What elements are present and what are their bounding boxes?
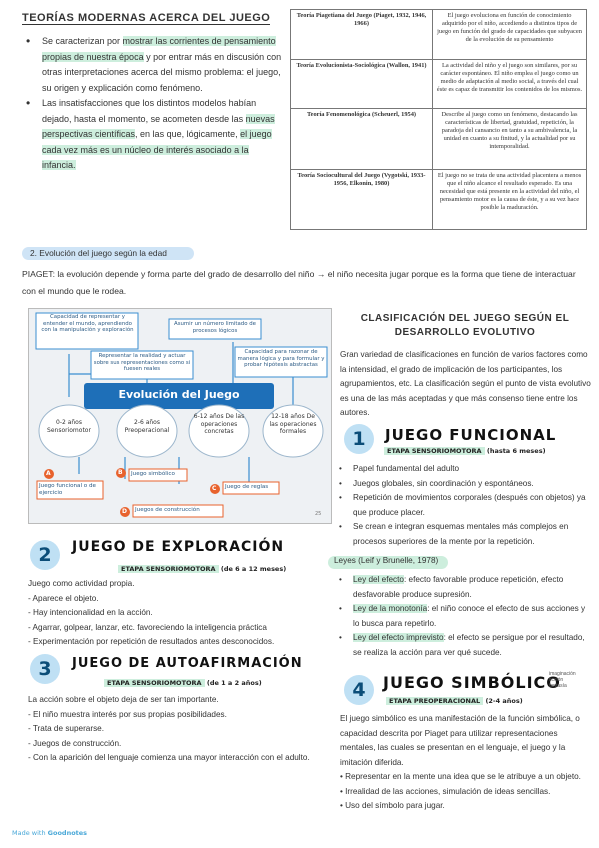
list-item: Ley del efecto imprevisto: el efecto se … [337,631,592,660]
laws-heading: Leyes (Leif y Brunelle, 1978) [328,556,448,569]
laws-list: Ley del efecto: efecto favorable produce… [337,573,592,660]
list-item: Repetición de movimientos corporales (de… [337,491,592,520]
section-1-title: JUEGO FUNCIONAL [385,426,557,444]
diagram-box-3: Representar la realidad y actuar sobre s… [93,353,191,373]
list-item: Ley del efecto: efecto favorable produce… [337,573,592,602]
section-1-bullets: Papel fundamental del adulto Juegos glob… [337,462,592,549]
top-bullet-1: Se caracterizan por mostrar las corrient… [24,34,282,96]
evolution-diagram-svg [35,312,328,518]
game-functional: Juego funcional o de ejercicio [39,483,96,496]
stage-0-2: 0-2 años Sensoriomotor [47,419,91,434]
diagram-box-4: Capacidad para razonar de manera lógica … [237,349,325,369]
stage-6-12: 6-12 años De las operaciones concretas [193,413,245,435]
diagram-box-1: Capacidad de representar y entender el m… [41,314,134,334]
list-item: Juegos globales, sin coordinación y espo… [337,477,592,492]
diagram-banner [84,383,274,409]
section-4-stage: ETAPA PREOPERACIONAL (2-4 años) [386,697,523,705]
section-4-title: JUEGO SIMBÓLICO [383,673,561,692]
section-1-stage: ETAPA SENSORIOMOTORA (hasta 6 meses) [384,447,546,455]
section-3-title: JUEGO DE AUTOAFIRMACIÓN [72,656,303,671]
section-3-stage: ETAPA SENSORIOMOTORA (de 1 a 2 años) [104,679,262,687]
top-bullet-2: Las insatisfacciones que los distintos m… [24,96,282,174]
section-4-side-notes: imaginación ficción fantasía [549,671,576,689]
section-4-body: El juego simbólico es una manifestación … [340,714,581,810]
table-row: Teoría Evolucionista-Sociológica (Wallon… [290,58,587,110]
theories-table: Teoría Piagetiana del Juego (Piaget, 193… [290,9,587,231]
goodnotes-watermark: Made with Goodnotes [12,829,88,837]
game-rules: Juego de reglas [225,484,269,490]
evolution-diagram: Capacidad de representar y entender el m… [28,308,332,524]
table-row: Teoría Piagetiana del Juego (Piaget, 193… [290,9,587,60]
section-2-stage: ETAPA SENSORIOMOTORA (de 6 a 12 meses) [118,565,286,573]
top-bullets: Se caracterizan por mostrar las corrient… [24,34,282,174]
section-3-body: La acción sobre el objeto deja de ser ta… [28,695,310,762]
game-symbolic: Juego simbólico [131,471,175,477]
section2-heading: 2. Evolución del juego según la edad [22,247,194,260]
top-title: TEORÍAS MODERNAS ACERCA DEL JUEGO [22,12,271,25]
letter-b: B [118,469,123,476]
diagram-title: Evolución del Juego [118,388,240,401]
list-item: Ley de la monotonía: el niño conoce el e… [337,602,592,631]
section-1-number: 1 [344,424,374,454]
diagram-page-number: 25 [315,511,322,517]
table-row: Teoría Fenomenológica (Scheuerl, 1954)De… [290,108,587,170]
section-3-number: 3 [30,654,60,684]
section-4-number: 4 [344,675,374,705]
section-2-title: JUEGO DE EXPLORACIÓN [72,539,285,555]
list-item: Papel fundamental del adulto [337,462,592,477]
letter-d: D [122,508,127,515]
classification-intro: Gran variedad de clasificaciones en func… [340,350,591,417]
section2-text: PIAGET: la evolución depende y forma par… [22,269,576,296]
table-row: Teoría Sociocultural del Juego (Vygotski… [290,168,587,231]
diagram-box-2: Asumir un número limitado de procesos ló… [174,321,256,334]
stage-2-6: 2-6 años Preoperacional [124,419,170,434]
letter-a: A [46,470,51,477]
list-item: Se crean e integran esquemas mentales má… [337,520,592,549]
section-2-number: 2 [30,540,60,570]
classification-title: CLASIFICACIÓN DEL JUEGO SEGÚN EL DESARRO… [360,313,570,338]
stage-12-18: 12-18 años De las operaciones formales [269,413,317,435]
game-construction: Juegos de construcción [135,507,200,513]
section-2-body: Juego como actividad propia. - Aparece e… [28,579,275,646]
letter-c: C [212,485,217,492]
